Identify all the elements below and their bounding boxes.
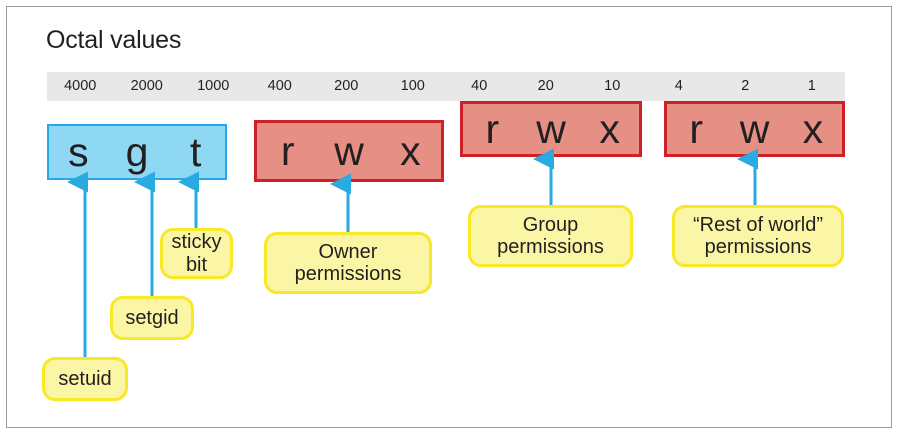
callout-setgid[interactable]: setgid — [110, 296, 194, 340]
octal-value-1: 1 — [807, 78, 816, 94]
world-permissions-box: r w x — [664, 101, 845, 157]
octal-value-4000: 4000 — [64, 78, 97, 94]
perm-char-world-execute: x — [802, 105, 824, 152]
callout-world-permissions-label: “Rest of world”permissions — [692, 213, 824, 258]
callout-setuid[interactable]: setuid — [42, 357, 128, 401]
group-permissions-box: r w x — [460, 101, 642, 157]
octal-value-100: 100 — [400, 78, 425, 94]
octal-values-band: 4000 2000 1000 400 200 100 40 20 10 4 2 … — [47, 72, 845, 101]
octal-value-20: 20 — [537, 78, 554, 94]
perm-char-setgid: g — [125, 128, 149, 175]
perm-char-owner-write: w — [334, 127, 364, 174]
octal-value-4: 4 — [674, 78, 683, 94]
page-title: Octal values — [46, 26, 182, 54]
octal-value-400: 400 — [267, 78, 292, 94]
perm-char-owner-execute: x — [400, 127, 421, 174]
perm-char-world-write: w — [739, 105, 770, 152]
callout-setgid-label: setgid — [125, 306, 179, 329]
perm-char-sticky-bit: t — [189, 128, 202, 175]
octal-value-1000: 1000 — [197, 78, 230, 94]
perm-char-setuid: s — [68, 128, 89, 175]
perm-char-group-read: r — [485, 105, 500, 152]
octal-value-10: 10 — [604, 78, 621, 94]
perm-char-group-write: w — [536, 105, 566, 152]
perm-char-group-execute: x — [599, 105, 620, 152]
octal-value-2000: 2000 — [130, 78, 163, 94]
owner-permissions-box: r w x — [254, 120, 444, 182]
special-bits-box: s g t — [47, 124, 227, 180]
callout-setuid-label: setuid — [58, 367, 112, 390]
callout-world-permissions[interactable]: “Rest of world”permissions — [672, 205, 844, 267]
octal-value-200: 200 — [334, 78, 359, 94]
perm-char-owner-read: r — [280, 127, 295, 174]
octal-value-40: 40 — [471, 78, 488, 94]
perm-char-world-read: r — [689, 105, 703, 152]
octal-value-2: 2 — [741, 78, 750, 94]
